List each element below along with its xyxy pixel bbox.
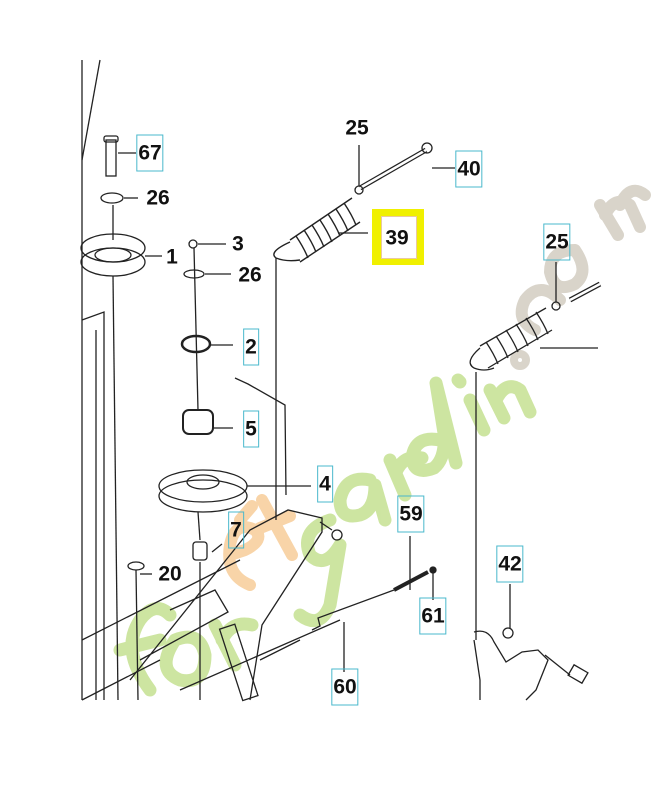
callout-42[interactable]: 42 bbox=[496, 545, 524, 583]
callout-25[interactable]: 25 bbox=[543, 223, 571, 261]
callout-3[interactable]: 3 bbox=[232, 232, 244, 256]
callout-40[interactable]: 40 bbox=[455, 150, 483, 188]
callout-1[interactable]: 1 bbox=[166, 245, 178, 269]
callout-2[interactable]: 2 bbox=[243, 328, 259, 366]
callout-20[interactable]: 20 bbox=[158, 562, 182, 586]
callout-26[interactable]: 26 bbox=[238, 263, 262, 287]
callout-26[interactable]: 26 bbox=[146, 186, 170, 210]
callout-7[interactable]: 7 bbox=[228, 511, 244, 549]
callout-60[interactable]: 60 bbox=[331, 668, 359, 706]
callout-25[interactable]: 25 bbox=[345, 116, 369, 140]
highlight-box-39 bbox=[372, 209, 424, 265]
callout-5[interactable]: 5 bbox=[243, 410, 259, 448]
callout-39[interactable]: 39 bbox=[385, 226, 409, 250]
callout-4[interactable]: 4 bbox=[317, 465, 333, 503]
callout-59[interactable]: 59 bbox=[397, 495, 425, 533]
callout-67[interactable]: 67 bbox=[136, 134, 164, 172]
callout-61[interactable]: 61 bbox=[419, 597, 447, 635]
